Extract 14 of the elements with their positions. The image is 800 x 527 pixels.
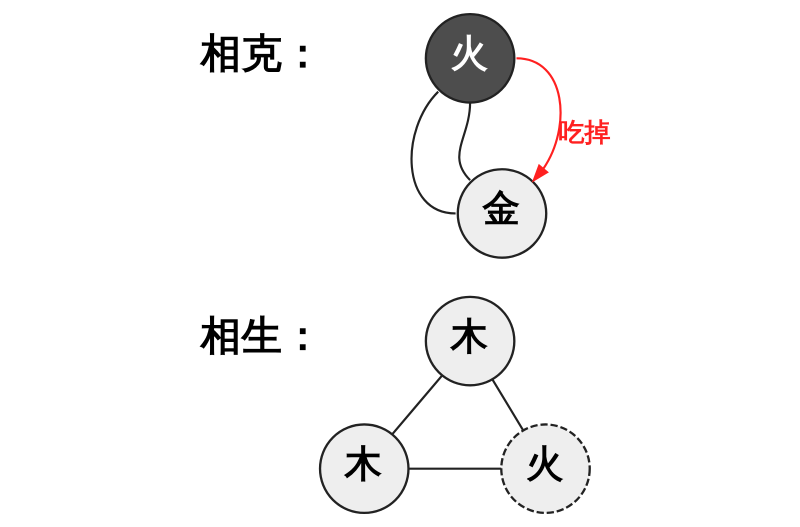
connector — [391, 375, 442, 435]
label: 相克： — [200, 28, 323, 77]
node-circle: 金 — [456, 168, 547, 259]
node-circle: 木 — [424, 296, 515, 386]
connector — [458, 102, 471, 181]
label: 相生： — [200, 312, 323, 360]
node-circle: 火 — [500, 423, 590, 514]
node-circle: 火 — [424, 12, 515, 104]
connector — [408, 468, 501, 470]
connector — [410, 90, 456, 215]
node-circle: 木 — [318, 423, 410, 514]
edge-label: 吃掉 — [558, 118, 610, 148]
connector — [491, 379, 524, 431]
arrow — [516, 57, 562, 183]
